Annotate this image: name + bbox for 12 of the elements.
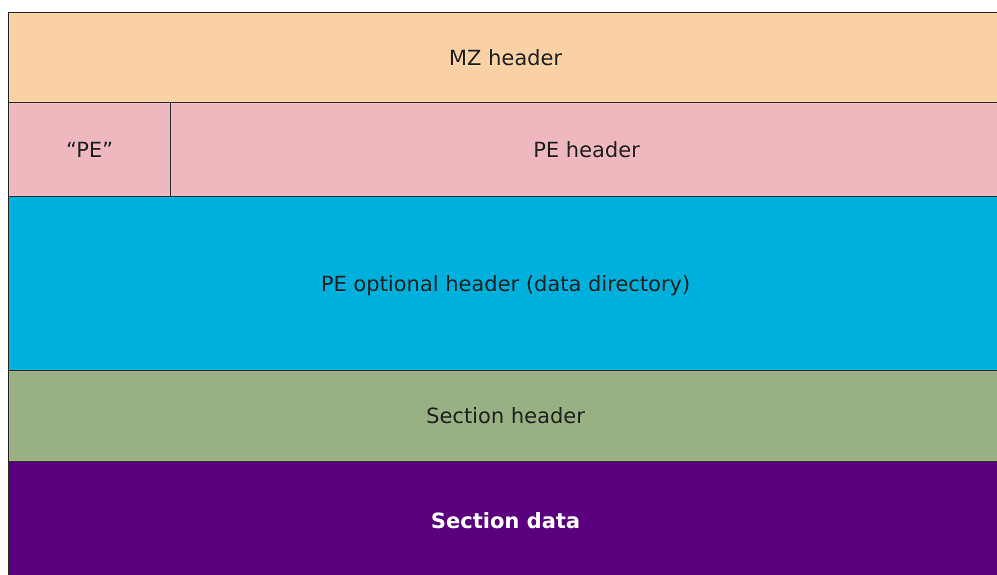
block-label: “PE” xyxy=(66,138,114,162)
block-label: PE optional header (data directory) xyxy=(320,272,690,296)
layer-block xyxy=(8,12,997,103)
layer-block xyxy=(8,461,997,575)
layer-block xyxy=(8,370,997,462)
block-label: PE header xyxy=(533,138,640,162)
block-label: Section header xyxy=(426,404,585,428)
layer-block xyxy=(170,102,997,197)
layer-block xyxy=(8,196,997,371)
layer-block xyxy=(8,102,171,197)
block-label: MZ header xyxy=(448,46,562,70)
block-label: Section data xyxy=(430,509,580,533)
